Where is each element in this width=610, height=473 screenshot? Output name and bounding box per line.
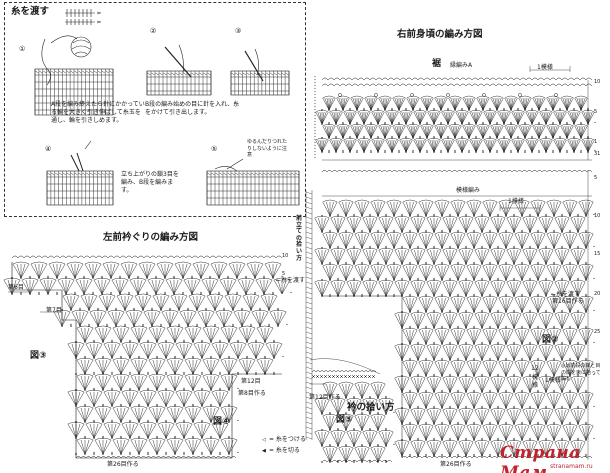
side-note: ◎は前段の目と目の間を束に拾って編む — [561, 363, 601, 382]
step5-illustration — [206, 158, 300, 206]
edging-a-label: 縁編みA — [450, 62, 473, 69]
figure4-label: 図④ — [213, 417, 230, 427]
right-front-chart — [305, 66, 596, 460]
row-num-1a: 1 — [594, 139, 598, 145]
row6-label: 第6目 — [8, 284, 24, 291]
legend-cut-mark: ◀ — [262, 448, 266, 454]
step1-illustration — [34, 35, 114, 116]
side-mo: 模 — [532, 374, 539, 381]
side-num-12: 12 — [531, 365, 539, 372]
technique-illustrations — [34, 9, 300, 206]
side-repeat: 1模様 — [545, 377, 561, 384]
right-front-title: 右前身頃の編み方図 — [397, 29, 483, 40]
step2-illustration — [146, 44, 212, 96]
row-num-10a: 10 — [594, 79, 601, 85]
row-num-5a: 5 — [594, 109, 598, 115]
loose-note: ゆるんだりつれたりしないように注意 — [247, 139, 288, 158]
collar-title: 衿の拾い方 — [347, 402, 395, 413]
step3-number: ③ — [235, 27, 242, 35]
collar-pickup-chart — [309, 358, 396, 464]
step4-illustration — [46, 140, 114, 206]
left-row-10: 10 — [282, 253, 289, 259]
side-you: 様 — [532, 382, 539, 389]
step3-illustration — [230, 48, 290, 96]
repeat-label-top: 1模様 — [537, 64, 553, 71]
watermark-text: Страна Мам — [500, 443, 581, 473]
legend-cut-text: = 糸を切る — [269, 447, 300, 454]
figure5-label: 図⑤ — [336, 415, 353, 425]
row12-left-label: 第12目 — [241, 378, 261, 385]
pass-yarn-left: ←糸を渡す — [276, 277, 306, 284]
step1-number: ① — [19, 45, 26, 53]
step2-number: ② — [150, 27, 157, 35]
figure2-label: 図② — [542, 335, 559, 345]
row7-label: 第7目 — [46, 307, 62, 314]
watermark-url: stranamam.ru — [550, 463, 593, 470]
collar-row12-label: 第12目作る — [309, 394, 341, 401]
technique-panel: 糸を渡す — [4, 2, 306, 217]
legend-attach-text: = 糸をつける — [269, 436, 306, 443]
pass-yarn-right: ←糸を渡す — [551, 291, 581, 298]
step4-text: 立ち上がりの鎖3目を編み、B段を編みます。 — [121, 171, 179, 195]
left-neckline-chart — [3, 255, 293, 459]
hem-label: 裾 — [432, 59, 442, 69]
row-num-31: 31 — [594, 151, 601, 157]
figure3-label: 図③ — [30, 351, 47, 361]
row16-label: 第16目作る — [552, 298, 584, 305]
right-bottom-label: 第26目作る — [440, 461, 472, 468]
step1-text: A段を編み終えたら針にかかっている輪を大きく引き伸ばして糸玉を通し、輪を引きしめ… — [51, 101, 145, 125]
technique-title: 糸を渡す — [11, 6, 50, 17]
placket-pickup-label: 前立ての拾い方 — [296, 215, 303, 262]
pattern-stitch-label: 模様編み — [456, 187, 481, 194]
left-row-5: 5 — [282, 271, 286, 277]
step2-text: B段の編み始めの目に針を入れ、糸をかけて引き出します。 — [145, 101, 240, 117]
row8-label: 第8目作る — [238, 390, 266, 397]
step4-number: ④ — [45, 145, 52, 153]
row-num-20: 20 — [594, 291, 601, 297]
step5-number: ⑤ — [211, 145, 218, 153]
repeat-label-mid: 1模様 — [508, 198, 524, 205]
legend-attach-mark: ◁ — [262, 437, 266, 443]
left-bottom-label: 第26目作る — [107, 461, 139, 468]
row-num-15: 15 — [594, 251, 601, 257]
mini-stitch-legend — [65, 9, 102, 25]
row-num-25: 25 — [594, 329, 601, 335]
left-neckline-title: 左前衿ぐりの編み方図 — [103, 232, 199, 243]
row-num-10b: 10 — [594, 213, 601, 219]
row-num-5b: 5 — [594, 175, 598, 181]
